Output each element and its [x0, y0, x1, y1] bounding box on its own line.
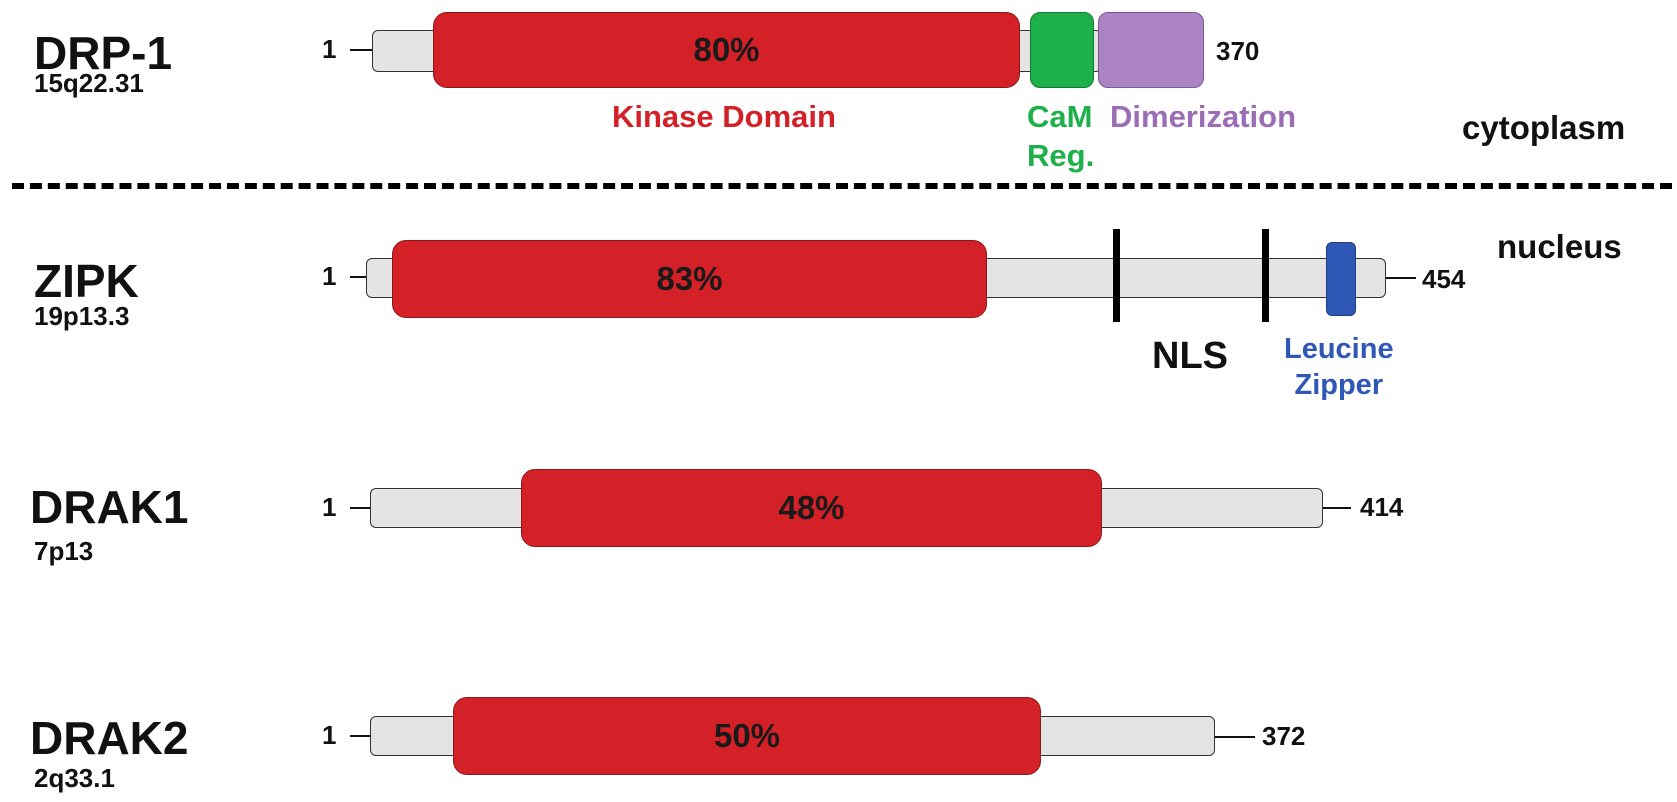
nls-marker-2 [1262, 229, 1269, 322]
start-tick-drp1 [350, 49, 374, 51]
leucine-zipper-label-line2: Zipper [1294, 369, 1384, 402]
protein-name-drak2: DRAK2 [30, 712, 189, 764]
end-residue-drp1: 370 [1216, 36, 1260, 66]
protein-name-zipk: ZIPK [34, 255, 139, 307]
cam-label-line1: CaM [1027, 99, 1093, 134]
end-residue-zipk: 454 [1422, 264, 1466, 294]
dimerization-label: Dimerization [1110, 99, 1297, 134]
start-tick-zipk [350, 276, 368, 278]
nucleus-label: nucleus [1497, 228, 1622, 265]
start-residue-drp1: 1 [322, 34, 337, 64]
nls-marker-1 [1113, 229, 1120, 322]
kinase-domain-label: Kinase Domain [612, 99, 836, 134]
leucine-zipper-label-line1: Leucine [1284, 333, 1394, 365]
protein-locus-drak1: 7p13 [34, 536, 94, 566]
end-residue-drak2: 372 [1262, 721, 1306, 751]
start-residue-drak2: 1 [322, 720, 337, 750]
leucine-zipper-label: Leucine Zipper [1284, 331, 1394, 404]
kinase-domain-zipk: 83% [392, 240, 987, 318]
cytoplasm-label: cytoplasm [1462, 109, 1626, 146]
protein-locus-drp1: 15q22.31 [34, 68, 144, 98]
kinase-domain-drak1: 48% [521, 469, 1102, 547]
cam-label: CaM Reg. [1027, 98, 1094, 176]
protein-name-drp1: DRP-1 [34, 27, 173, 79]
kinase-identity-drak1: 48% [778, 489, 845, 526]
start-tick-drak2 [350, 735, 372, 737]
end-tick-drak2 [1215, 736, 1255, 738]
start-residue-drak1: 1 [322, 492, 337, 522]
leucine-zipper-domain-zipk [1326, 242, 1356, 316]
protein-name-drak1: DRAK1 [30, 481, 189, 533]
end-tick-zipk [1386, 277, 1416, 279]
nls-label: NLS [1152, 335, 1228, 377]
cam-regulatory-domain-drp1 [1030, 12, 1094, 88]
kinase-identity-drak2: 50% [713, 717, 781, 754]
kinase-domain-drak2: 50% [453, 697, 1041, 775]
cam-label-line2: Reg. [1027, 137, 1095, 173]
end-tick-drak1 [1323, 507, 1351, 509]
protein-locus-drak2: 2q33.1 [34, 763, 115, 793]
kinase-domain-drp1: 80% [433, 12, 1020, 88]
protein-locus-zipk: 19p13.3 [34, 301, 130, 331]
kinase-identity-zipk: 83% [656, 260, 723, 297]
start-residue-zipk: 1 [322, 261, 337, 291]
start-tick-drak1 [350, 507, 372, 509]
membrane-divider [12, 183, 1672, 189]
kinase-identity-drp1: 80% [693, 31, 760, 68]
dimerization-domain-drp1 [1098, 12, 1204, 88]
end-residue-drak1: 414 [1360, 492, 1404, 522]
